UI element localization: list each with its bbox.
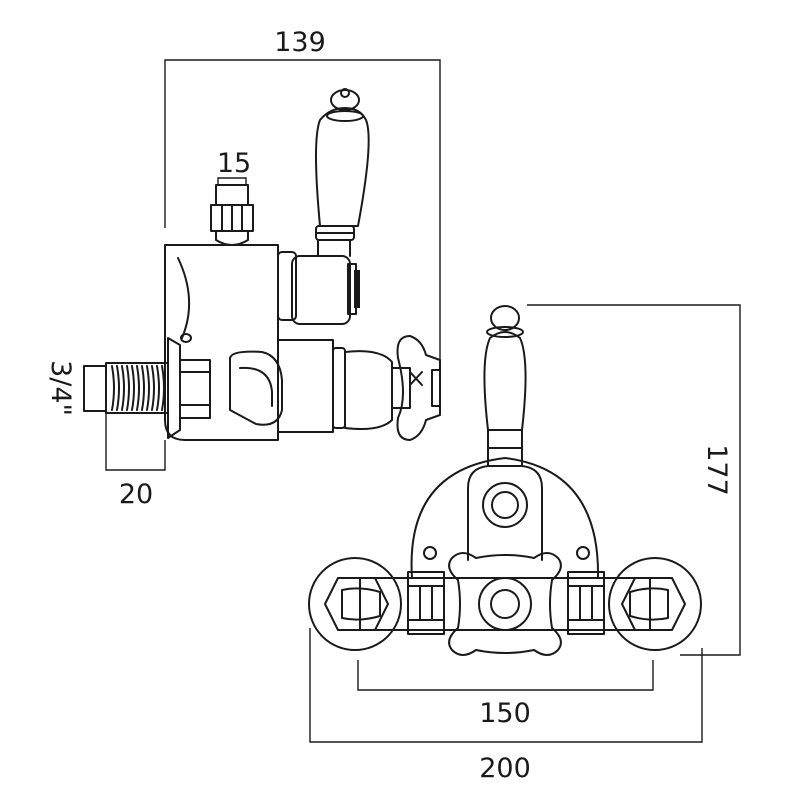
dim-label-centres: 150 [479,698,531,729]
side-upper-spindle [277,225,360,325]
thread-ridge [151,365,155,411]
front-upper-port-outer [482,482,528,528]
front-boss [467,465,543,561]
front-cross-handle [448,552,562,656]
thread-ridge [161,365,165,411]
thread-ridge [146,365,150,411]
thread-ridge [121,365,125,411]
dim-label-inlet-length: 20 [119,479,153,510]
thread-ridge [131,365,135,411]
dim-label-side-width: 139 [274,27,326,58]
front-screw-left [423,546,437,560]
side-wall-plate [167,337,211,439]
front-right-inlet [608,557,702,651]
dim-line-centres [357,660,654,691]
front-upper-port-inner [491,491,519,519]
thread-ridge [116,365,120,411]
dimension-lines [105,59,741,743]
thread-ridge [136,365,140,411]
dim-label-inlet-size: 3/4" [45,360,76,416]
front-backplate [410,457,600,579]
side-valve-body [164,244,279,441]
thread-ridge [156,365,160,411]
front-view [308,305,702,656]
dimension-labels: 139 15 3/4" 20 177 150 200 [45,27,732,784]
side-body-hole [180,333,192,343]
side-lower-arm [229,339,411,433]
dim-line-inlet-length [105,413,166,471]
dim-label-overall-width: 200 [479,753,531,784]
side-body-curve [177,257,191,339]
dim-label-front-height: 177 [701,444,732,496]
side-view [83,88,441,441]
front-left-nut [407,571,445,635]
side-threaded-inlet [83,362,169,414]
thread-ridge [126,365,130,411]
side-top-outlet [210,184,254,246]
dim-line-side-width [164,59,441,362]
dim-line-overall-width [309,628,703,743]
dim-line-outlet [217,177,247,186]
dim-line-front-height [527,304,741,656]
front-left-inlet [308,557,402,651]
thread-ridge [141,365,145,411]
front-lever-handle [483,305,527,467]
dim-label-outlet: 15 [217,148,251,179]
side-cross-handle [396,335,441,441]
front-right-nut [567,571,605,635]
front-bar-body [359,577,651,631]
front-screw-right [576,546,590,560]
thread-ridge [111,365,115,411]
side-lever-handle [315,88,370,227]
